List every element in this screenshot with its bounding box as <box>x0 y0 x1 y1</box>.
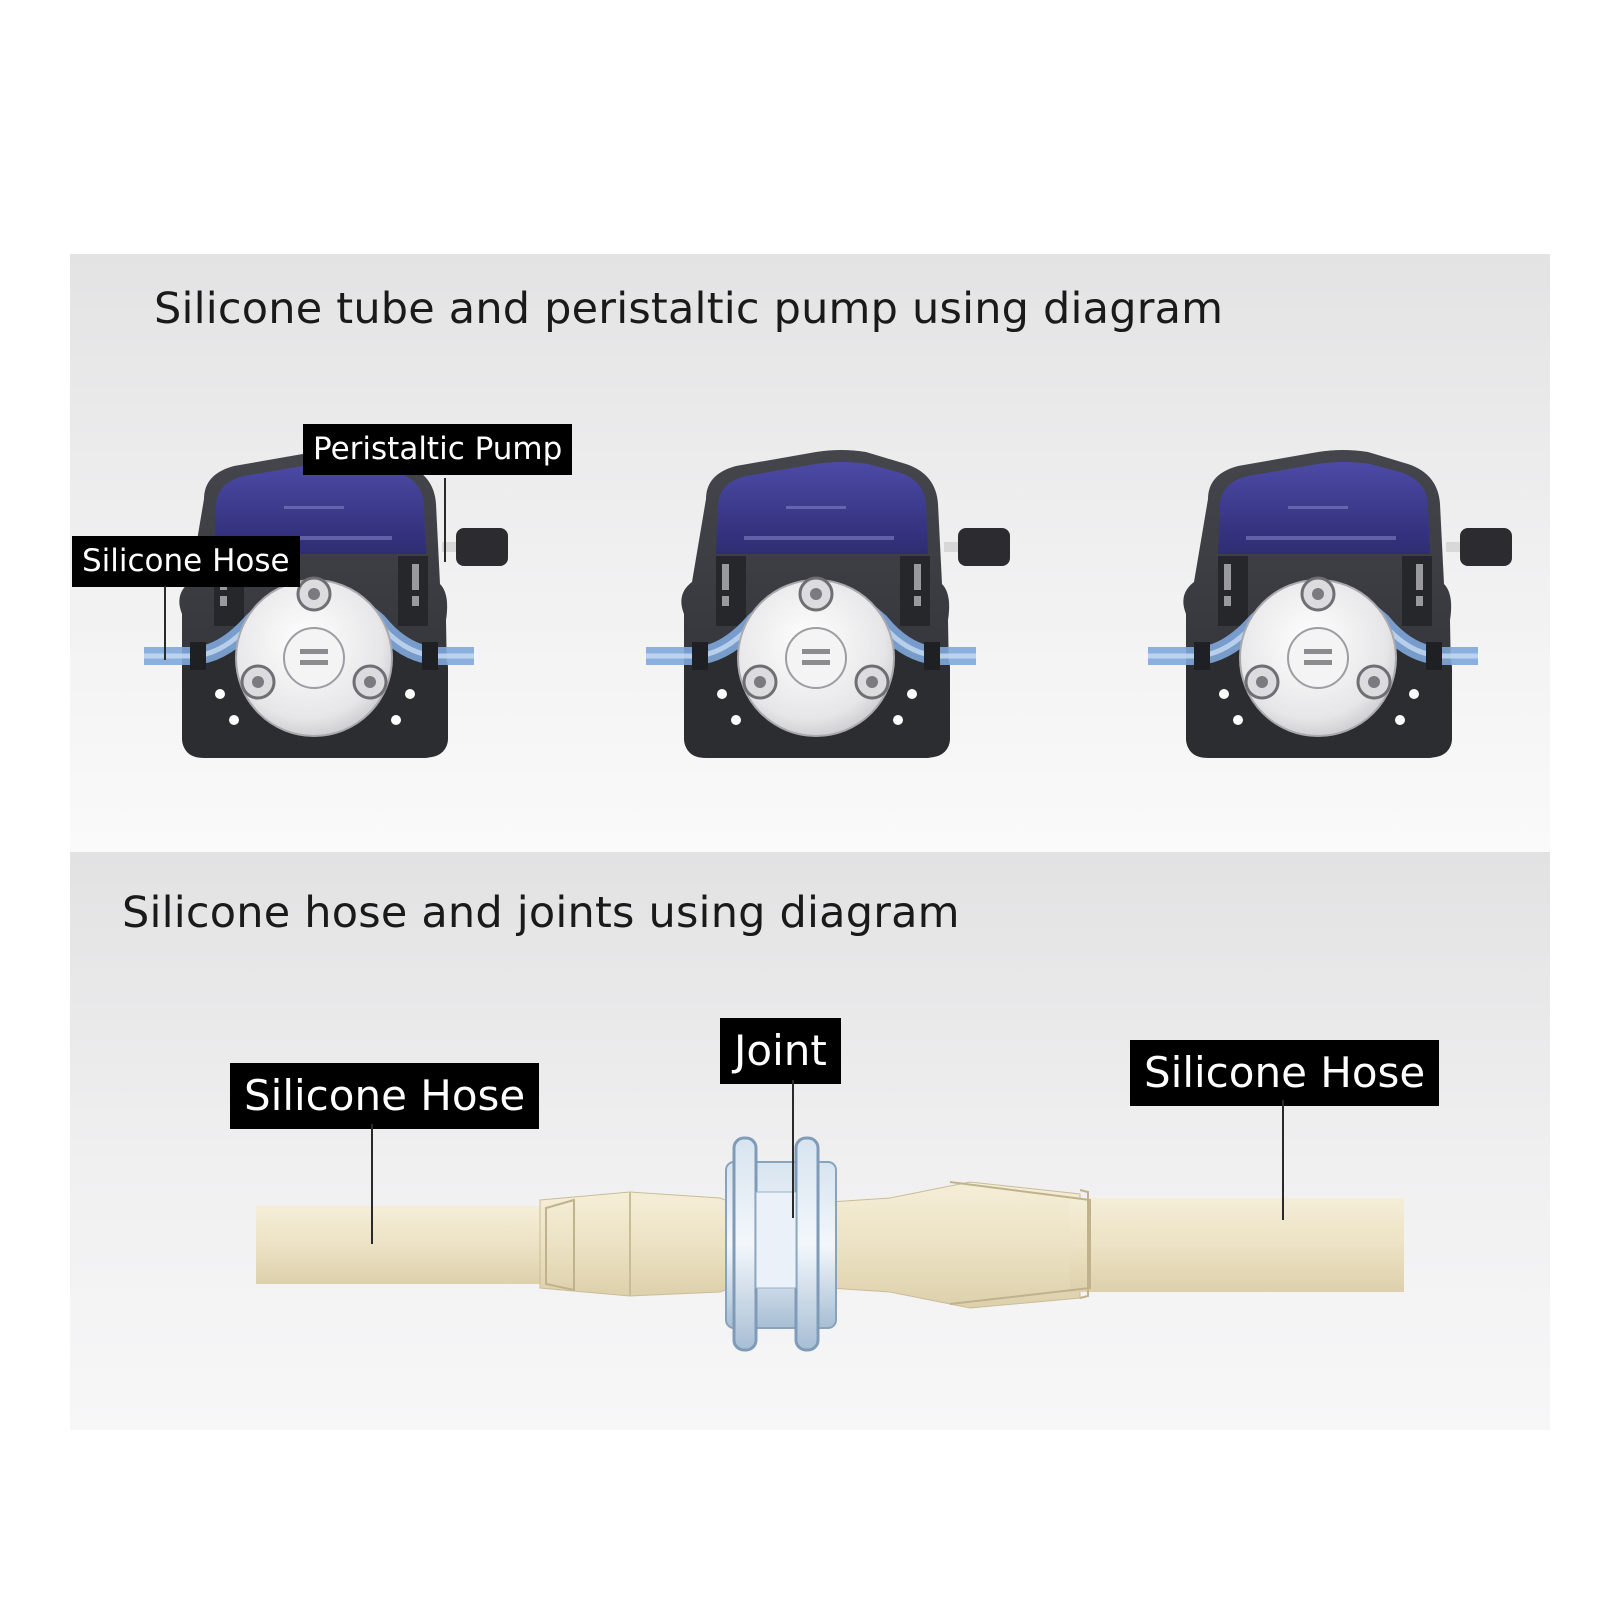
joint-diagram-title: Silicone hose and joints using diagram <box>122 888 960 938</box>
peristaltic-pump-label: Peristaltic Pump <box>303 424 573 475</box>
pump-diagram-title: Silicone tube and peristaltic pump using… <box>154 284 1224 334</box>
peristaltic-pump-2 <box>646 450 1010 758</box>
right-hose-leader-line <box>1282 1100 1284 1220</box>
left-hose-leader-line <box>371 1124 373 1244</box>
right-silicone-hose <box>1070 1198 1404 1292</box>
right-hose-expansion <box>829 1181 1081 1309</box>
joint-flange-right <box>794 1136 820 1352</box>
silicone-hose-leader-line <box>164 586 166 660</box>
right-silicone-hose-label: Silicone Hose <box>1130 1040 1440 1106</box>
joint-leader-line <box>792 1080 794 1218</box>
left-silicone-hose-label: Silicone Hose <box>230 1063 540 1129</box>
joint-diagram-panel: Silicone hose and joints using diagram <box>70 852 1550 1430</box>
joint-label: Joint <box>720 1018 841 1084</box>
hose-joint-illustration <box>256 1136 1404 1352</box>
pump-diagram-panel: Silicone tube and peristaltic pump using… <box>70 254 1550 852</box>
left-hose-expansion <box>539 1191 747 1297</box>
silicone-hose-label: Silicone Hose <box>72 536 300 587</box>
peristaltic-pump-leader-line <box>444 478 446 562</box>
peristaltic-pump-3 <box>1148 450 1512 758</box>
joint-flange-left <box>732 1136 758 1352</box>
peristaltic-pump-1 <box>144 450 508 758</box>
